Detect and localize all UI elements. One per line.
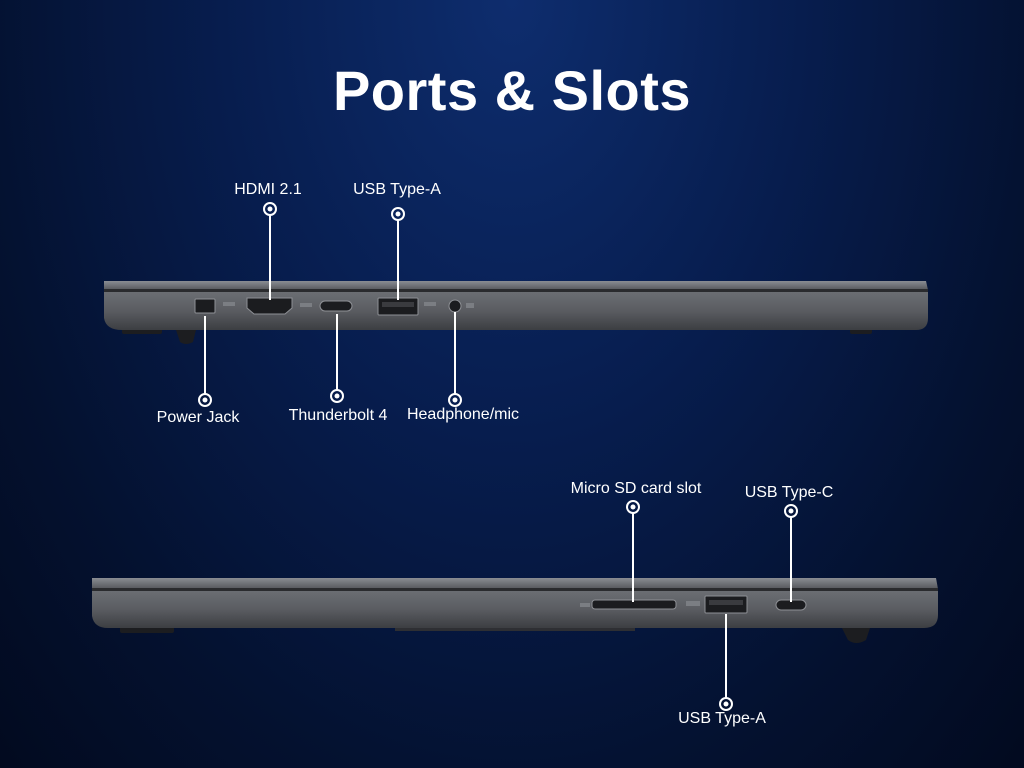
callout-lines: [204, 215, 792, 698]
usb-a-tongue: [382, 302, 414, 307]
callout-marker-icon: [330, 389, 344, 403]
label-usb-a-left: USB Type-A: [353, 181, 441, 198]
laptop-right-side: [92, 578, 938, 643]
power-jack-port: [194, 298, 216, 314]
usb-a-tongue: [709, 600, 743, 605]
sd-icon: [580, 603, 590, 607]
callout-marker-icon: [391, 207, 405, 221]
callout-markers: [198, 202, 798, 711]
callout-marker-icon: [448, 393, 462, 407]
label-power-jack: Power Jack: [156, 409, 240, 426]
label-hdmi: HDMI 2.1: [234, 181, 302, 198]
lid-seam: [104, 289, 928, 292]
thunderbolt-port: [319, 300, 353, 312]
headphone-port: [448, 299, 462, 313]
label-microsd: Micro SD card slot: [570, 480, 702, 497]
laptop-lid: [92, 578, 938, 589]
rubber-foot: [842, 628, 870, 643]
label-usb-a-right: USB Type-A: [678, 710, 766, 727]
usb-icon: [424, 302, 436, 306]
label-headphone: Headphone/mic: [406, 406, 520, 423]
rubber-foot: [176, 330, 196, 344]
callout-marker-icon: [719, 697, 733, 711]
laptop-left-side: [104, 281, 928, 344]
lid-seam: [92, 588, 938, 591]
laptop-base: [92, 591, 938, 628]
laptop-lid: [104, 281, 928, 290]
power-icon: [223, 302, 235, 306]
bottom-vent: [395, 626, 635, 631]
laptop-base: [104, 292, 928, 330]
callout-marker-icon: [198, 393, 212, 407]
label-usb-c: USB Type-C: [744, 484, 834, 501]
usb-icon: [686, 601, 700, 606]
label-thunderbolt: Thunderbolt 4: [288, 407, 388, 424]
page-title: Ports & Slots: [332, 59, 692, 122]
callout-marker-icon: [784, 504, 798, 518]
headphone-icon: [466, 303, 474, 308]
hdmi-icon: [300, 303, 312, 307]
callout-marker-icon: [263, 202, 277, 216]
callout-marker-icon: [626, 500, 640, 514]
hdmi-port: [246, 297, 293, 315]
